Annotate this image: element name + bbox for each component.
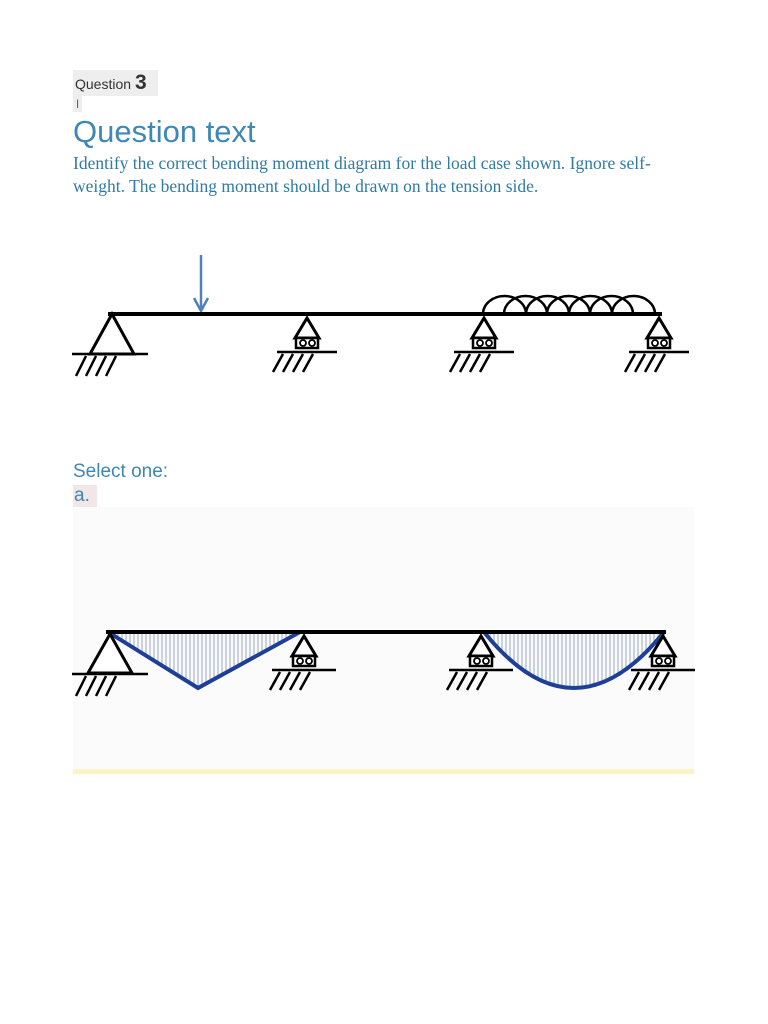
roller-support-1 [273, 318, 337, 372]
load-case-diagram [72, 255, 710, 377]
option-a-bending-moment-diagram[interactable] [60, 620, 710, 700]
option-a-label[interactable]: a. [73, 485, 97, 507]
question-text-heading: Question text [73, 114, 256, 149]
roller-support-3 [625, 318, 689, 372]
question-label: Question [75, 76, 132, 92]
moment-curve-span-1 [106, 630, 301, 691]
moment-curve-span-3 [482, 630, 666, 690]
flag-question-link[interactable]: I [73, 96, 82, 112]
question-prompt: Identify the correct bending moment diag… [73, 153, 651, 196]
point-load-arrowhead [192, 297, 210, 314]
question-number: 3 [135, 71, 147, 94]
feedback-divider [73, 769, 694, 774]
pin-support [72, 630, 148, 697]
roller-support-3 [627, 634, 697, 692]
pin-support [72, 310, 148, 377]
select-one-label: Select one: [73, 461, 169, 482]
roller-support-2 [445, 634, 515, 692]
roller-support-2 [450, 318, 514, 372]
